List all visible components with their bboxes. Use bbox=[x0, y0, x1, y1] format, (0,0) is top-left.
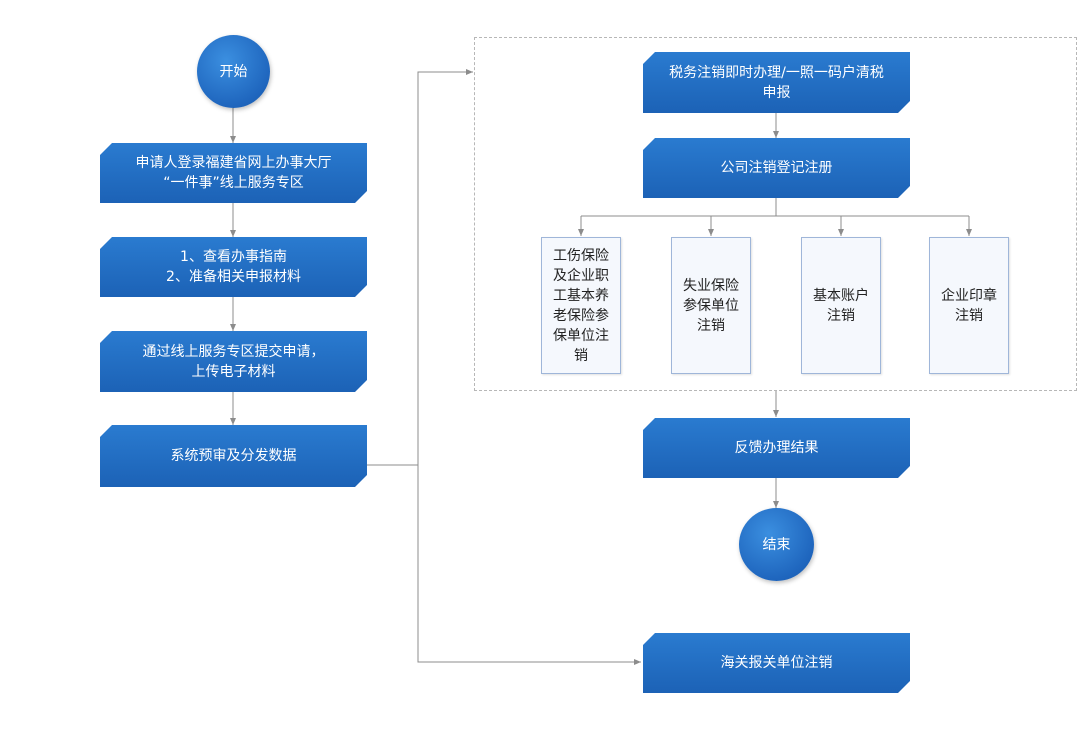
parallel-tasks-group bbox=[474, 37, 1077, 391]
login-step[interactable]: 申请人登录福建省网上办事大厅 “一件事”线上服务专区 bbox=[100, 143, 367, 203]
feedback-step-label: 反馈办理结果 bbox=[734, 440, 819, 456]
submit-step-label: 通过线上服务专区提交申请， 上传电子材料 bbox=[142, 343, 325, 380]
company-seal-label: 企业印章 注销 bbox=[941, 287, 997, 324]
arrow-precheck-dashed-group bbox=[367, 69, 473, 466]
company-deregistration-label: 公司注销登记注册 bbox=[720, 160, 833, 176]
injury-pension-insurance-box[interactable]: 工伤保险 及企业职 工基本养 老保险参 保单位注 销 bbox=[541, 237, 621, 374]
basic-account-label: 基本账户 注销 bbox=[813, 287, 869, 324]
arrow-precheck-customs bbox=[417, 465, 641, 665]
start-node[interactable]: 开始 bbox=[197, 35, 270, 108]
precheck-step-label: 系统预审及分发数据 bbox=[170, 448, 297, 464]
end-label: 结束 bbox=[762, 536, 791, 553]
guide-step[interactable]: 1、查看办事指南 2、准备相关申报材料 bbox=[100, 237, 367, 297]
feedback-step[interactable]: 反馈办理结果 bbox=[643, 418, 910, 478]
basic-account-box[interactable]: 基本账户 注销 bbox=[801, 237, 881, 374]
company-deregistration-step[interactable]: 公司注销登记注册 bbox=[643, 138, 910, 198]
precheck-step[interactable]: 系统预审及分发数据 bbox=[100, 425, 367, 487]
customs-deregistration-step[interactable]: 海关报关单位注销 bbox=[643, 633, 910, 693]
submit-step[interactable]: 通过线上服务专区提交申请， 上传电子材料 bbox=[100, 331, 367, 392]
login-step-label: 申请人登录福建省网上办事大厅 “一件事”线上服务专区 bbox=[135, 155, 332, 191]
unemployment-insurance-label: 失业保险 参保单位 注销 bbox=[683, 277, 739, 334]
tax-deregistration-label: 税务注销即时办理/一照一码户清税 申报 bbox=[669, 64, 884, 101]
unemployment-insurance-box[interactable]: 失业保险 参保单位 注销 bbox=[671, 237, 751, 374]
customs-deregistration-label: 海关报关单位注销 bbox=[720, 655, 833, 671]
guide-step-label: 1、查看办事指南 2、准备相关申报材料 bbox=[166, 249, 301, 285]
company-seal-box[interactable]: 企业印章 注销 bbox=[929, 237, 1009, 374]
start-label: 开始 bbox=[219, 63, 248, 80]
tax-deregistration-step[interactable]: 税务注销即时办理/一照一码户清税 申报 bbox=[643, 52, 910, 113]
injury-pension-insurance-label: 工伤保险 及企业职 工基本养 老保险参 保单位注 销 bbox=[553, 247, 609, 364]
end-node[interactable]: 结束 bbox=[739, 508, 814, 581]
